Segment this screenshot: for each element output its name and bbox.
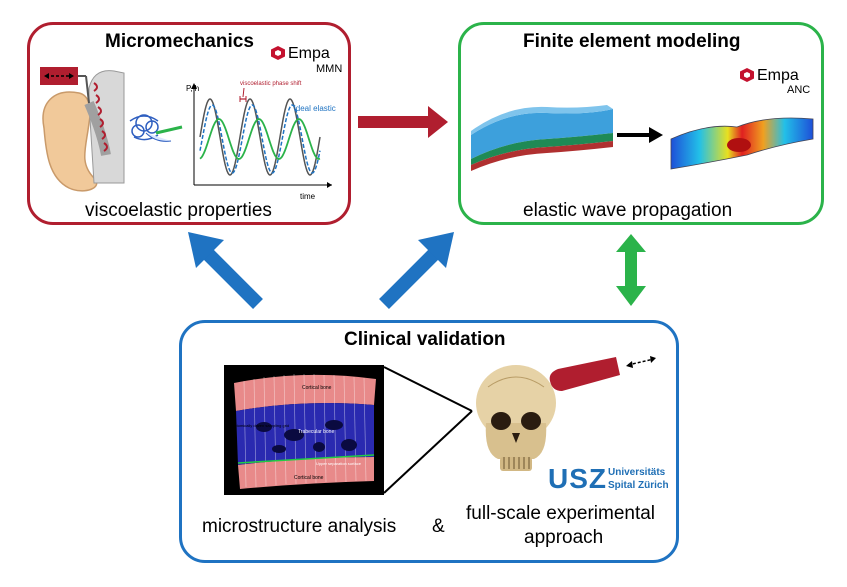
micro-label-sampling: anatomically driven sampling grid <box>230 423 289 428</box>
micro-label-separation: Upper separation surface <box>316 461 362 466</box>
fem-layered-model <box>471 105 613 171</box>
plot-x-label: time <box>300 192 316 201</box>
micromechanics-brand: Empa <box>288 45 330 62</box>
usz-line2: Spital Zürich <box>608 480 669 491</box>
clinical-caption-left: microstructure analysis <box>202 516 397 537</box>
micromechanics-caption: viscoelastic properties <box>85 200 272 221</box>
empa-logo-icon <box>739 67 755 88</box>
fem-stress-model <box>670 117 814 170</box>
plot-phase-shift-label: viscoelastic phase shift <box>240 81 302 87</box>
micromechanics-title: Micromechanics <box>105 31 254 52</box>
usz-line1: Universitäts <box>608 467 666 478</box>
viscoelastic-plot: P, h time viscoelastic phase shift ideal… <box>186 81 336 201</box>
clinical-caption-right-2: approach <box>524 527 604 548</box>
arrow-fem-clinical-bidirectional <box>616 234 646 306</box>
microstructure-image: Cortical bone anatomically driven sampli… <box>224 365 384 495</box>
probe-icon <box>549 356 656 391</box>
micro-label-cortical-bottom: Cortical bone <box>294 475 324 481</box>
plot-y-label: P, h <box>186 84 199 93</box>
clinical-ampersand: & <box>432 516 445 537</box>
ear-illustration <box>40 67 183 192</box>
arrow-micro-to-fem <box>358 106 448 138</box>
propagation-arrow-icon <box>617 127 663 143</box>
fem-brand: Empa <box>757 67 799 84</box>
clinical-title: Clinical validation <box>344 329 506 350</box>
zoom-connector-lines <box>383 366 473 494</box>
micro-label-trabecular: Trabecular bone <box>298 429 334 435</box>
clinical-panel: Clinical validation Cortical bone anatom… <box>179 320 679 563</box>
plot-ideal-elastic-label: ideal elastic <box>294 104 336 113</box>
arrow-clinical-to-fem <box>379 232 454 309</box>
usz-logo: USZ <box>548 463 607 494</box>
clinical-caption-right-1: full-scale experimental <box>466 503 656 524</box>
arrow-clinical-to-micro <box>188 232 263 309</box>
fem-caption: elastic wave propagation <box>523 200 733 221</box>
micromechanics-brand-sub: MMN <box>316 63 343 75</box>
fem-brand-sub: ANC <box>787 84 811 96</box>
micro-label-cortical-top: Cortical bone <box>302 385 332 391</box>
micromechanics-panel: Micromechanics Empa MMN <box>27 22 351 225</box>
fem-panel: Finite element modeling Empa ANC ela <box>458 22 824 225</box>
empa-logo-icon <box>270 45 286 66</box>
fem-title: Finite element modeling <box>523 31 741 52</box>
skull-image <box>476 365 556 471</box>
